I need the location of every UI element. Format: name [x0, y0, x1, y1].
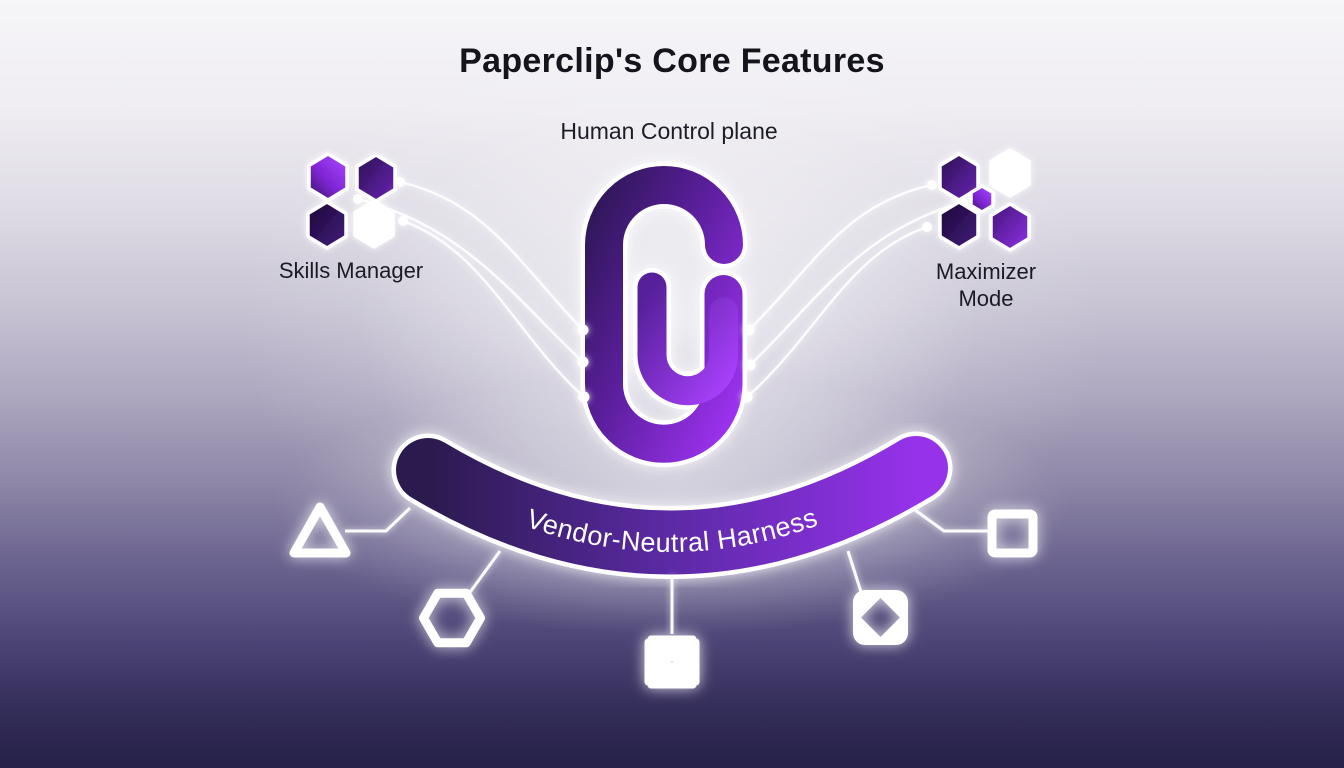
hexagon-icon [989, 202, 1031, 252]
diamond-square-icon [853, 590, 908, 645]
hexagon-icon [306, 200, 348, 250]
hexagon-icon [938, 200, 980, 250]
hexagon-icon [353, 199, 395, 249]
connector-line [746, 225, 928, 398]
connector-curves-left [357, 180, 585, 398]
paperclip-inner-wire [637, 272, 738, 406]
skills-manager-label: Skills Manager [278, 258, 424, 283]
hexagon-icon [938, 152, 980, 202]
connector-line [749, 200, 964, 366]
background-glow-band [272, 375, 1072, 635]
hexagon-cluster-right-icon [938, 148, 1031, 252]
hexagon-icon [307, 152, 349, 202]
harness-band: Vendor-Neutral Harness [391, 431, 953, 579]
connector-line [357, 197, 584, 363]
square-icon [987, 509, 1038, 558]
control-plane-label: Human Control plane [560, 118, 778, 144]
connector-line [914, 508, 988, 533]
triangle-icon [289, 502, 351, 558]
connector-curves-right [746, 183, 964, 398]
connector-line [402, 219, 585, 398]
connector-line [345, 506, 412, 533]
page-title: Paperclip's Core Features [459, 42, 885, 80]
cross-square-icon [644, 635, 700, 689]
hexagon-icon [989, 148, 1031, 198]
hexagon-cluster-left-icon [306, 152, 397, 250]
hexagon-icon [419, 588, 485, 648]
maximizer-mode-label: Maximizer Mode [935, 259, 1037, 311]
hexagon-small-icon [969, 184, 995, 214]
harness-shape-icons [289, 502, 1038, 689]
connector-line [846, 550, 863, 593]
hexagon-icon [355, 153, 397, 203]
connector-line [748, 183, 933, 331]
paperclip-logo-icon [580, 161, 748, 468]
band-connector-lines [345, 506, 988, 634]
connector-line [399, 180, 584, 331]
paperclip-outer-wire [585, 166, 743, 463]
connector-line [466, 550, 502, 596]
